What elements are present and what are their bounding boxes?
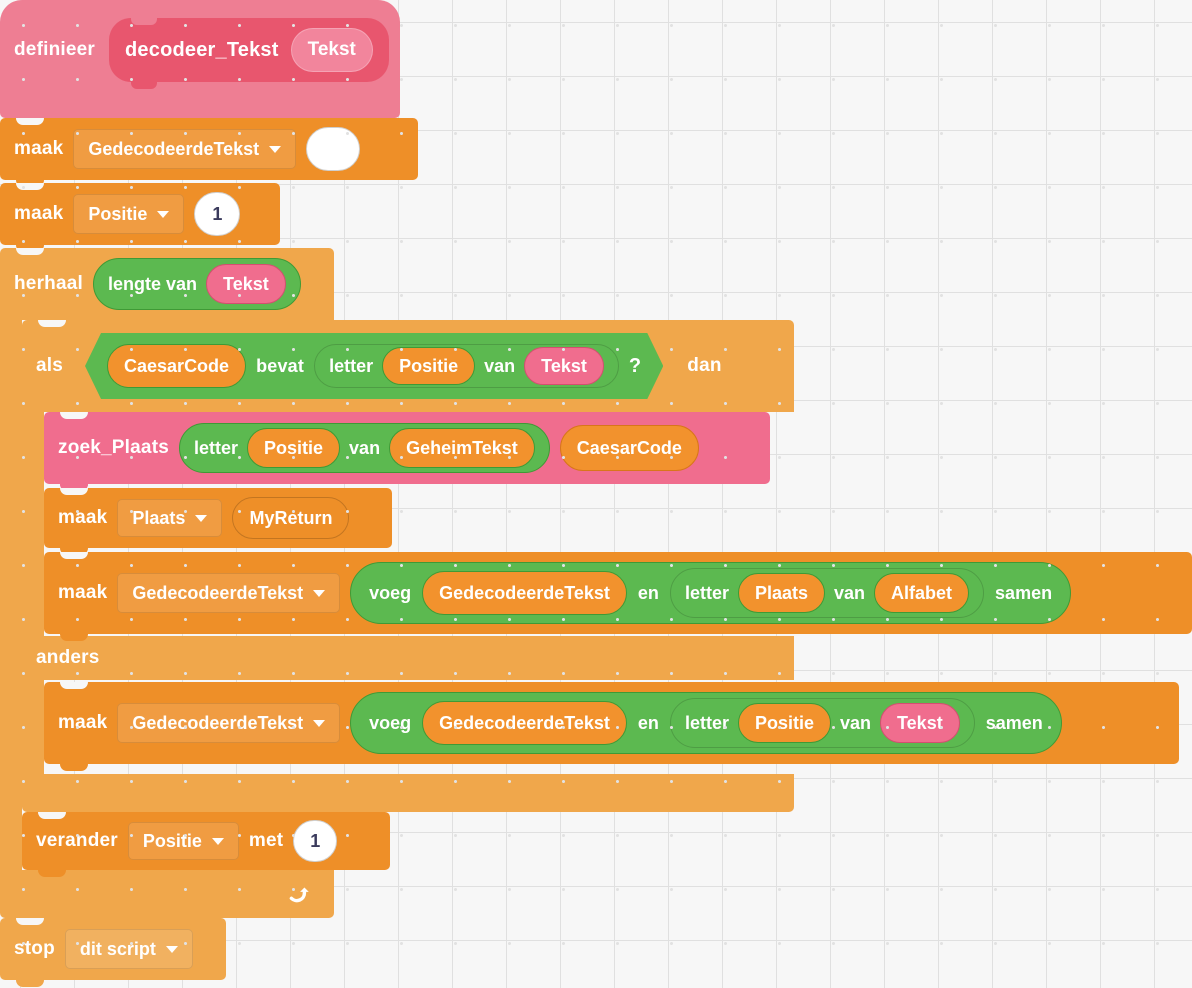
samen-label: samen bbox=[985, 712, 1043, 733]
bevat-operator-label: bevat bbox=[256, 355, 305, 376]
variable-positie[interactable]: Positie bbox=[737, 703, 831, 743]
set-variable-plaats[interactable]: maak Plaats MyReturn bbox=[44, 488, 392, 555]
chevron-down-icon bbox=[211, 837, 224, 845]
contains-boolean[interactable]: CaesarCode bevat letter Positie van Teks… bbox=[85, 333, 663, 399]
set-variable-gedecodeerdetekst-then[interactable]: maak GedecodeerdeTekst voeg Gedecodeerde… bbox=[44, 552, 1192, 641]
stop-block[interactable]: stop dit script bbox=[0, 918, 226, 987]
dan-keyword: dan bbox=[687, 355, 722, 376]
procedure-name: decodeer_Tekst bbox=[125, 38, 279, 61]
lengte-van-label: lengte van bbox=[108, 273, 198, 294]
letter-label: letter bbox=[329, 355, 374, 376]
question-mark-label: ? bbox=[628, 354, 642, 377]
repeat-block-header[interactable]: herhaal lengte van Tekst bbox=[0, 248, 334, 320]
letter-of-reporter[interactable]: letter Positie van GeheimTekst bbox=[179, 423, 550, 473]
variable-dropdown-positie[interactable]: Positie bbox=[73, 194, 185, 234]
chevron-down-icon bbox=[313, 589, 326, 597]
letter-label: letter bbox=[194, 437, 239, 458]
if-branch-left-arm bbox=[22, 412, 44, 636]
else-branch-left-arm bbox=[22, 680, 44, 774]
met-label: met bbox=[248, 830, 284, 851]
als-keyword: als bbox=[36, 355, 64, 376]
samen-label: samen bbox=[995, 582, 1053, 603]
variable-dropdown-label: GedecodeerdeTekst bbox=[132, 582, 304, 603]
herhaal-keyword: herhaal bbox=[14, 273, 83, 294]
variable-positie[interactable]: Positie bbox=[382, 347, 475, 385]
variable-geheimtekst[interactable]: GeheimTekst bbox=[389, 428, 535, 468]
variable-plaats[interactable]: Plaats bbox=[737, 573, 825, 613]
stop-keyword: stop bbox=[14, 938, 55, 959]
join-reporter[interactable]: voeg GedecodeerdeTekst en letter Plaats … bbox=[350, 562, 1072, 624]
value-myreturn[interactable]: MyReturn bbox=[232, 497, 350, 539]
variable-dropdown-label: Positie bbox=[142, 830, 202, 851]
variable-dropdown-label: Plaats bbox=[132, 507, 186, 528]
letter-of-reporter[interactable]: letter Positie van Tekst bbox=[314, 344, 619, 388]
loop-arrow-icon bbox=[289, 887, 309, 903]
voeg-label: voeg bbox=[369, 712, 412, 733]
value-input-positie[interactable]: 1 bbox=[194, 192, 241, 236]
maak-keyword: maak bbox=[58, 712, 108, 733]
van-label: van bbox=[349, 437, 381, 458]
stop-option-label: dit script bbox=[79, 938, 156, 959]
if-else-block-header[interactable]: als CaesarCode bevat letter Positie van … bbox=[22, 320, 794, 412]
variable-dropdown-plaats[interactable]: Plaats bbox=[117, 499, 223, 537]
param-tekst[interactable]: Tekst bbox=[524, 347, 604, 385]
variable-dropdown-positie[interactable]: Positie bbox=[127, 822, 239, 860]
variable-dropdown-label: Positie bbox=[88, 203, 148, 224]
variable-dropdown-gedecodeerdetekst[interactable]: GedecodeerdeTekst bbox=[117, 573, 341, 613]
repeat-left-arm bbox=[0, 320, 22, 870]
param-tekst[interactable]: Tekst bbox=[880, 703, 960, 743]
define-keyword: definieer bbox=[14, 39, 95, 60]
variable-gedecodeerdetekst[interactable]: GedecodeerdeTekst bbox=[422, 701, 627, 745]
letter-of-reporter[interactable]: letter Plaats van Alfabet bbox=[669, 568, 985, 618]
set-variable-gedecodeerdetekst-else[interactable]: maak GedecodeerdeTekst voeg Gedecodeerde… bbox=[44, 682, 1179, 771]
voeg-label: voeg bbox=[369, 582, 412, 603]
van-label: van bbox=[839, 712, 872, 733]
maak-keyword: maak bbox=[58, 507, 108, 528]
variable-caesarcode[interactable]: CaesarCode bbox=[107, 344, 246, 388]
en-label: en bbox=[637, 582, 659, 603]
variable-caesarcode[interactable]: CaesarCode bbox=[559, 425, 699, 471]
change-variable-positie[interactable]: verander Positie met 1 bbox=[22, 812, 390, 877]
chevron-down-icon bbox=[195, 514, 208, 522]
else-divider[interactable]: anders bbox=[22, 636, 794, 680]
verander-keyword: verander bbox=[36, 830, 118, 851]
letter-label: letter bbox=[684, 712, 729, 733]
zoek-plaats-label: zoek_Plaats bbox=[58, 437, 169, 458]
variable-gedecodeerdetekst[interactable]: GedecodeerdeTekst bbox=[422, 571, 627, 615]
van-label: van bbox=[484, 355, 516, 376]
variable-alfabet[interactable]: Alfabet bbox=[874, 573, 970, 613]
chevron-down-icon bbox=[157, 210, 170, 218]
variable-dropdown-label: GedecodeerdeTekst bbox=[132, 712, 304, 733]
maak-keyword: maak bbox=[14, 138, 64, 159]
stop-option-dropdown[interactable]: dit script bbox=[64, 929, 193, 969]
procedure-param-tekst[interactable]: Tekst bbox=[290, 28, 373, 72]
variable-dropdown-label: GedecodeerdeTekst bbox=[88, 138, 260, 159]
variable-dropdown-gedecodeerdetekst[interactable]: GedecodeerdeTekst bbox=[73, 129, 297, 169]
value-input-empty[interactable] bbox=[306, 127, 361, 171]
letter-label: letter bbox=[684, 582, 729, 603]
chevron-down-icon bbox=[165, 945, 178, 953]
repeat-block-footer[interactable] bbox=[0, 870, 334, 925]
length-of-reporter[interactable]: lengte van Tekst bbox=[93, 258, 301, 310]
set-variable-gedecodeerdetekst-empty[interactable]: maak GedecodeerdeTekst bbox=[0, 118, 418, 187]
maak-keyword: maak bbox=[58, 582, 108, 603]
variable-dropdown-gedecodeerdetekst[interactable]: GedecodeerdeTekst bbox=[117, 703, 341, 743]
chevron-down-icon bbox=[313, 719, 326, 727]
maak-keyword: maak bbox=[14, 203, 64, 224]
set-variable-positie[interactable]: maak Positie 1 bbox=[0, 183, 280, 252]
procedure-prototype[interactable]: decodeer_Tekst Tekst bbox=[109, 18, 389, 89]
define-block[interactable]: definieer decodeer_Tekst Tekst bbox=[0, 0, 400, 125]
join-reporter[interactable]: voeg GedecodeerdeTekst en letter Positie… bbox=[350, 692, 1062, 754]
en-label: en bbox=[637, 712, 659, 733]
param-tekst[interactable]: Tekst bbox=[206, 264, 286, 304]
anders-keyword: anders bbox=[36, 647, 100, 668]
call-zoek-plaats-block[interactable]: zoek_Plaats letter Positie van GeheimTek… bbox=[44, 412, 770, 491]
chevron-down-icon bbox=[269, 145, 282, 153]
value-input-change-amount[interactable]: 1 bbox=[293, 820, 338, 862]
if-else-block-footer bbox=[22, 774, 794, 819]
letter-of-reporter[interactable]: letter Positie van Tekst bbox=[669, 698, 975, 748]
variable-positie[interactable]: Positie bbox=[247, 428, 341, 468]
van-label: van bbox=[834, 582, 866, 603]
